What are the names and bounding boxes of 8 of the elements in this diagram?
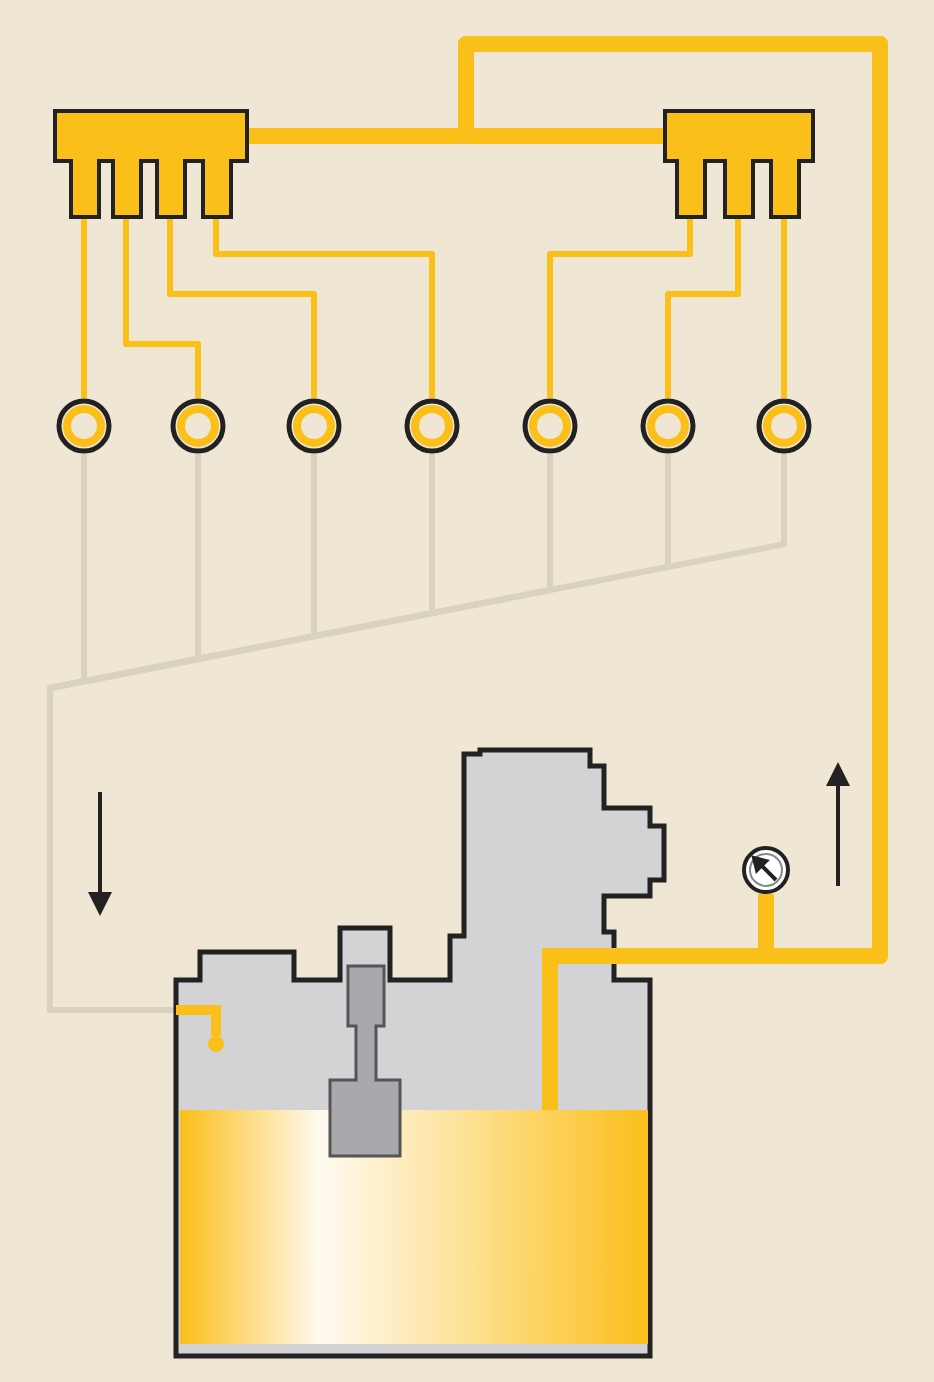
pipe <box>781 218 787 398</box>
pipe <box>123 218 201 398</box>
pipe <box>81 218 87 398</box>
pipe <box>167 218 317 398</box>
pipe <box>213 218 435 398</box>
pipe <box>547 218 693 398</box>
pipe <box>665 218 741 398</box>
pipe <box>458 36 888 964</box>
